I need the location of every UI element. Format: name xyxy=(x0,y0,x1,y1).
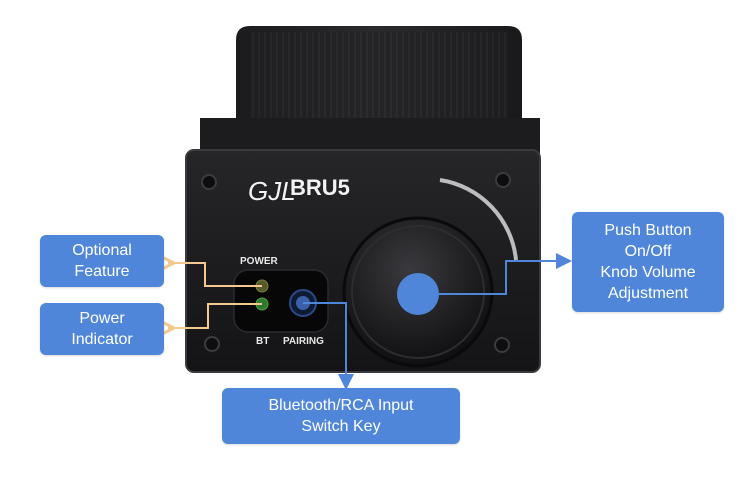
callout-line: Feature xyxy=(74,263,130,280)
knob-leader xyxy=(436,253,572,295)
screw-icon xyxy=(204,336,220,352)
device-body xyxy=(200,26,540,154)
pairing-leader xyxy=(303,302,354,390)
callout-line: On/Off xyxy=(624,243,672,260)
callout-line: Switch Key xyxy=(301,418,381,435)
bluetooth-switch-callout: Bluetooth/RCA Input Switch Key xyxy=(222,388,460,444)
volume-knob[interactable] xyxy=(342,178,518,368)
power-label: POWER xyxy=(240,256,279,267)
callout-line: Indicator xyxy=(71,331,133,348)
callout-line: Adjustment xyxy=(607,285,689,302)
optional-feature-callout: Optional Feature xyxy=(40,235,164,287)
screw-icon xyxy=(495,172,511,188)
power-indicator-leader xyxy=(168,303,262,328)
screw-icon xyxy=(201,174,217,190)
knob-highlight xyxy=(397,273,439,315)
bt-label: BT xyxy=(256,336,269,347)
callout-line: Push Button xyxy=(604,222,692,239)
brand-logo: GJL xyxy=(248,176,296,206)
optional-feature-leader xyxy=(168,263,262,287)
callout-line: Power xyxy=(79,310,125,327)
screw-icon xyxy=(494,337,510,353)
callout-line: Optional xyxy=(72,242,132,259)
pairing-label: PAIRING xyxy=(283,336,324,347)
leader-lines xyxy=(168,253,572,390)
model-label: BRU5 xyxy=(290,175,350,200)
power-indicator-callout: Power Indicator xyxy=(40,303,164,355)
callout-line: Bluetooth/RCA Input xyxy=(268,397,414,414)
push-button-callout: Push Button On/Off Knob Volume Adjustmen… xyxy=(572,212,724,312)
callout-line: Knob Volume xyxy=(600,264,696,281)
